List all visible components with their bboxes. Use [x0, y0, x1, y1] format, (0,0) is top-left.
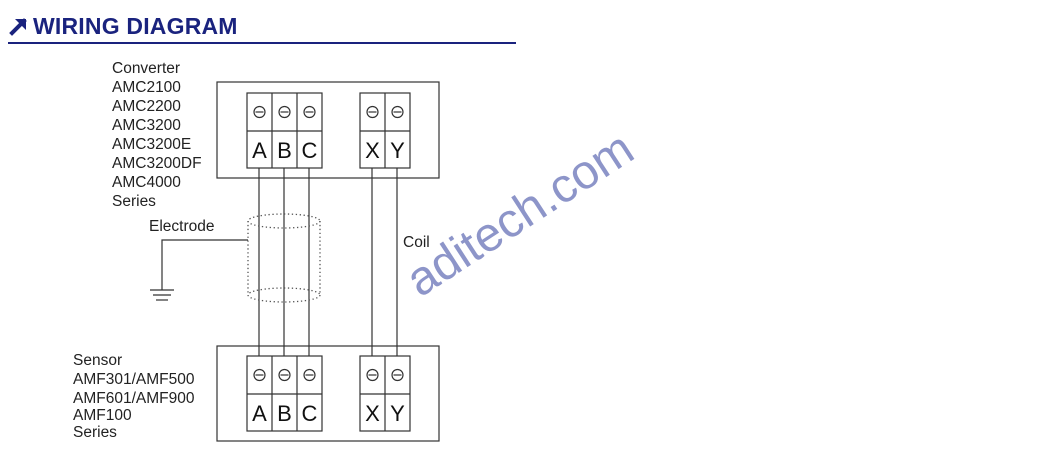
arrow-up-right-icon: [9, 18, 27, 36]
converter-label-line: AMC3200: [112, 117, 181, 134]
sensor-terminal-c: C: [302, 401, 318, 426]
converter-terminal-c: C: [302, 138, 318, 163]
screw-icon: [278, 368, 291, 382]
screw-icon: [253, 105, 266, 119]
converter-label-line: AMC3200E: [112, 136, 191, 153]
converter-label-line: AMC4000: [112, 174, 181, 191]
coil-wires: [371, 168, 398, 356]
electrode-wires: [258, 168, 310, 356]
screw-icon: [278, 105, 291, 119]
page-title: WIRING DIAGRAM: [33, 13, 238, 39]
sensor-terminal-a: A: [252, 401, 267, 426]
converter-terminal-x: X: [365, 138, 380, 163]
sensor-terminal-block-electrode: [246, 355, 323, 432]
screw-icon: [303, 368, 316, 382]
screw-icon: [303, 105, 316, 119]
sensor-terminal-y: Y: [390, 401, 405, 426]
sensor-label-line: Sensor: [73, 352, 122, 369]
screw-icon: [366, 105, 379, 119]
screw-icon: [366, 368, 379, 382]
sensor-label-line: Series: [73, 424, 117, 441]
cable-shield: [247, 213, 321, 303]
converter-terminal-y: Y: [390, 138, 405, 163]
converter-label-line: AMC2200: [112, 98, 181, 115]
sensor-label-line: AMF301/AMF500: [73, 371, 195, 388]
converter-label-line: AMC3200DF: [112, 155, 202, 172]
coil-label: Coil: [403, 234, 430, 251]
sensor-label-block: Sensor AMF301/AMF500 AMF601/AMF900 AMF10…: [73, 352, 195, 441]
converter-label-line: Converter: [112, 60, 180, 77]
converter-label-block: Converter AMC2100 AMC2200 AMC3200 AMC320…: [112, 60, 202, 210]
sensor-screws: [253, 368, 404, 382]
page-header: WIRING DIAGRAM: [8, 12, 516, 44]
converter-terminal-a: A: [252, 138, 267, 163]
ground-connection: [161, 239, 248, 290]
sensor-label-line: AMF601/AMF900: [73, 390, 195, 407]
sensor-terminal-b: B: [277, 401, 292, 426]
converter-box: [216, 81, 440, 179]
sensor-box: [216, 345, 440, 442]
converter-terminal-b: B: [277, 138, 292, 163]
screw-icon: [391, 105, 404, 119]
converter-terminal-block-coil: [359, 92, 411, 169]
screw-icon: [253, 368, 266, 382]
electrode-label: Electrode: [149, 218, 214, 235]
watermark-text: aditech.com: [397, 122, 643, 307]
converter-label-line: Series: [112, 193, 156, 210]
sensor-terminal-block-coil: [359, 355, 411, 432]
converter-label-line: AMC2100: [112, 79, 181, 96]
sensor-terminal-x: X: [365, 401, 380, 426]
ground-icon: [150, 289, 174, 301]
screw-icon: [391, 368, 404, 382]
converter-screws: [253, 105, 404, 119]
sensor-label-line: AMF100: [73, 407, 132, 424]
converter-terminal-block-electrode: [246, 92, 323, 169]
